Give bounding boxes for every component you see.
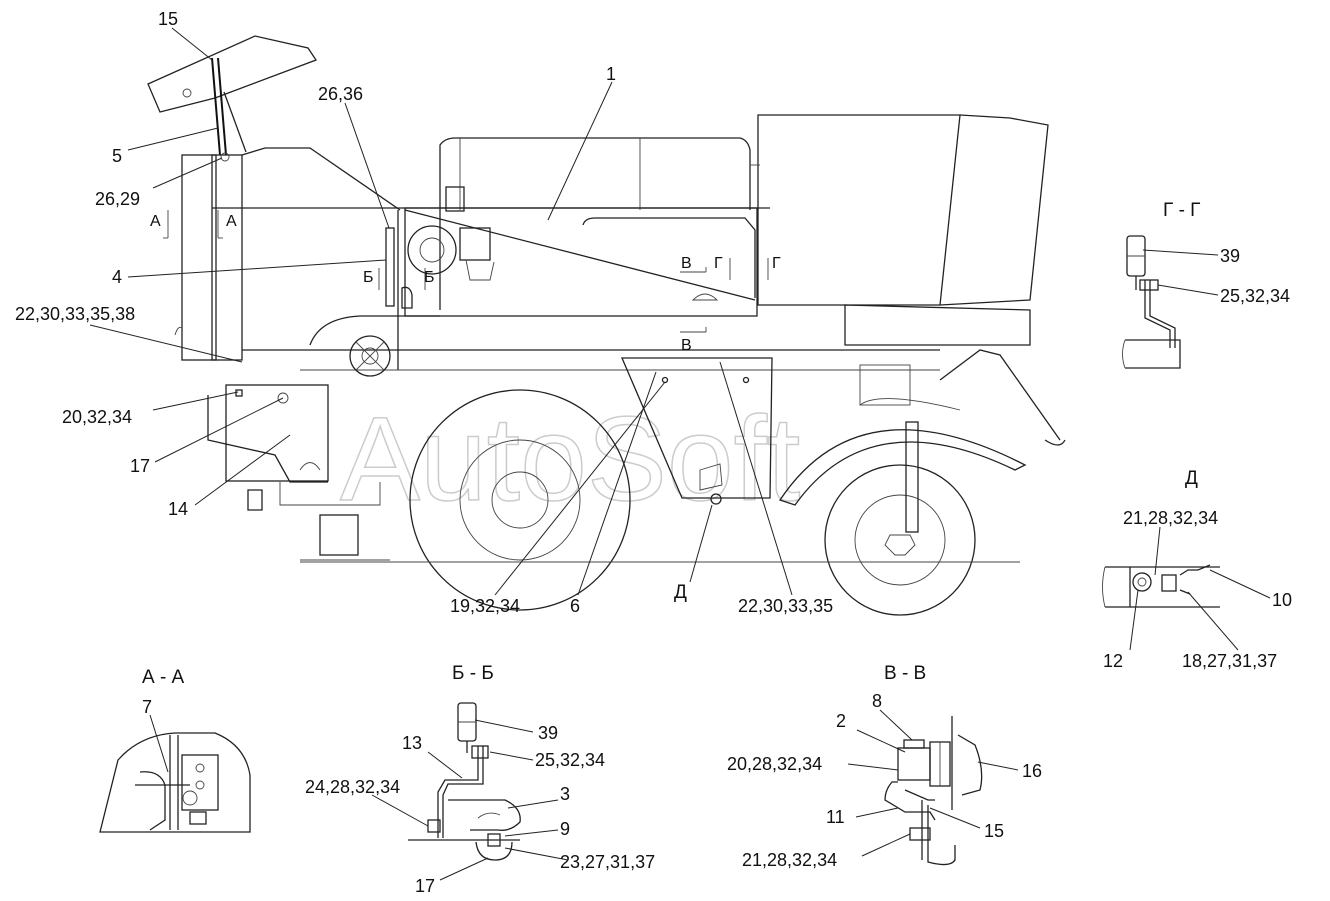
cut-marker-b: Б Б bbox=[363, 268, 435, 290]
svg-text:А: А bbox=[226, 213, 237, 230]
callout-6: 6 bbox=[570, 596, 580, 616]
section-aa: А - А 7 bbox=[99, 667, 251, 833]
vv-callout-2: 2 bbox=[836, 711, 846, 731]
vv-callout-20-28-32-34: 20,28,32,34 bbox=[727, 754, 822, 774]
vv-callout-8: 8 bbox=[872, 691, 882, 711]
svg-text:Г: Г bbox=[714, 255, 723, 272]
section-aa-title: А - А bbox=[142, 667, 185, 688]
callout-19-32-34: 19,32,34 bbox=[450, 596, 520, 616]
vv-callout-11: 11 bbox=[826, 807, 845, 827]
d-callout-18-27-31-37: 18,27,31,37 bbox=[1182, 651, 1277, 671]
section-vv: В - В 8 2 20,28,32,34 16 11 15 21,28,32,… bbox=[727, 663, 1042, 870]
d-callout-12: 12 bbox=[1103, 651, 1123, 671]
bb-callout-24-28-32-34: 24,28,32,34 bbox=[305, 777, 400, 797]
bb-callout-17: 17 bbox=[415, 876, 435, 896]
bb-callout-23-27-31-37: 23,27,31,37 bbox=[560, 852, 655, 872]
section-gg: Г - Г 39 25,32,34 bbox=[1122, 200, 1290, 369]
svg-text:В: В bbox=[681, 255, 692, 272]
svg-text:А: А bbox=[150, 213, 161, 230]
vv-callout-15: 15 bbox=[984, 821, 1004, 841]
bb-callout-3: 3 bbox=[560, 784, 570, 804]
callout-1: 1 bbox=[606, 64, 616, 84]
svg-text:Г: Г bbox=[772, 255, 781, 272]
vv-callout-16: 16 bbox=[1022, 761, 1042, 781]
bb-callout-9: 9 bbox=[560, 819, 570, 839]
svg-text:Б: Б bbox=[363, 269, 374, 286]
callout-4: 4 bbox=[112, 267, 122, 287]
callout-17: 17 bbox=[130, 456, 150, 476]
section-bb: Б - Б 39 13 25,32,34 24,28,32,34 3 9 23,… bbox=[305, 663, 655, 896]
bb-callout-25-32-34: 25,32,34 bbox=[535, 750, 605, 770]
callout-15: 15 bbox=[158, 9, 178, 29]
bb-callout-13: 13 bbox=[402, 733, 422, 753]
svg-text:Б: Б bbox=[424, 269, 435, 286]
gg-callout-39: 39 bbox=[1220, 246, 1240, 266]
main-callouts: 15 5 26,29 26,36 1 4 22,30,33,35,38 20,3… bbox=[15, 9, 833, 616]
aa-callout-7: 7 bbox=[142, 697, 152, 717]
d-callout-10: 10 bbox=[1272, 590, 1292, 610]
detail-marker-d: Д bbox=[674, 582, 687, 603]
callout-20-32-34: 20,32,34 bbox=[62, 407, 132, 427]
detail-d-title: Д bbox=[1185, 468, 1198, 489]
section-vv-title: В - В bbox=[884, 663, 926, 684]
cut-marker-a: А А bbox=[150, 210, 237, 239]
section-bb-title: Б - Б bbox=[452, 663, 494, 684]
detail-d: Д 21,28,32,34 10 12 18,27,31,37 bbox=[1102, 468, 1292, 671]
callout-22-30-33-35: 22,30,33,35 bbox=[738, 596, 833, 616]
vv-callout-21-28-32-34: 21,28,32,34 bbox=[742, 850, 837, 870]
svg-text:В: В bbox=[681, 337, 692, 354]
callout-22-30-33-35-38: 22,30,33,35,38 bbox=[15, 304, 135, 324]
machine-side-view: А А Б Б В В Г Г bbox=[147, 35, 1066, 616]
cut-marker-g: Г Г bbox=[714, 255, 781, 280]
d-callout-21-28-32-34: 21,28,32,34 bbox=[1123, 508, 1218, 528]
section-gg-title: Г - Г bbox=[1163, 200, 1200, 221]
main-leaders bbox=[89, 27, 793, 596]
callout-5: 5 bbox=[112, 146, 122, 166]
callout-26-36: 26,36 bbox=[318, 84, 363, 104]
cut-marker-v: В В bbox=[680, 255, 707, 354]
callout-26-29: 26,29 bbox=[95, 189, 140, 209]
callout-14: 14 bbox=[168, 499, 188, 519]
bb-callout-39: 39 bbox=[538, 723, 558, 743]
gg-callout-25-32-34: 25,32,34 bbox=[1220, 286, 1290, 306]
watermark: AutoSoft bbox=[340, 392, 800, 526]
